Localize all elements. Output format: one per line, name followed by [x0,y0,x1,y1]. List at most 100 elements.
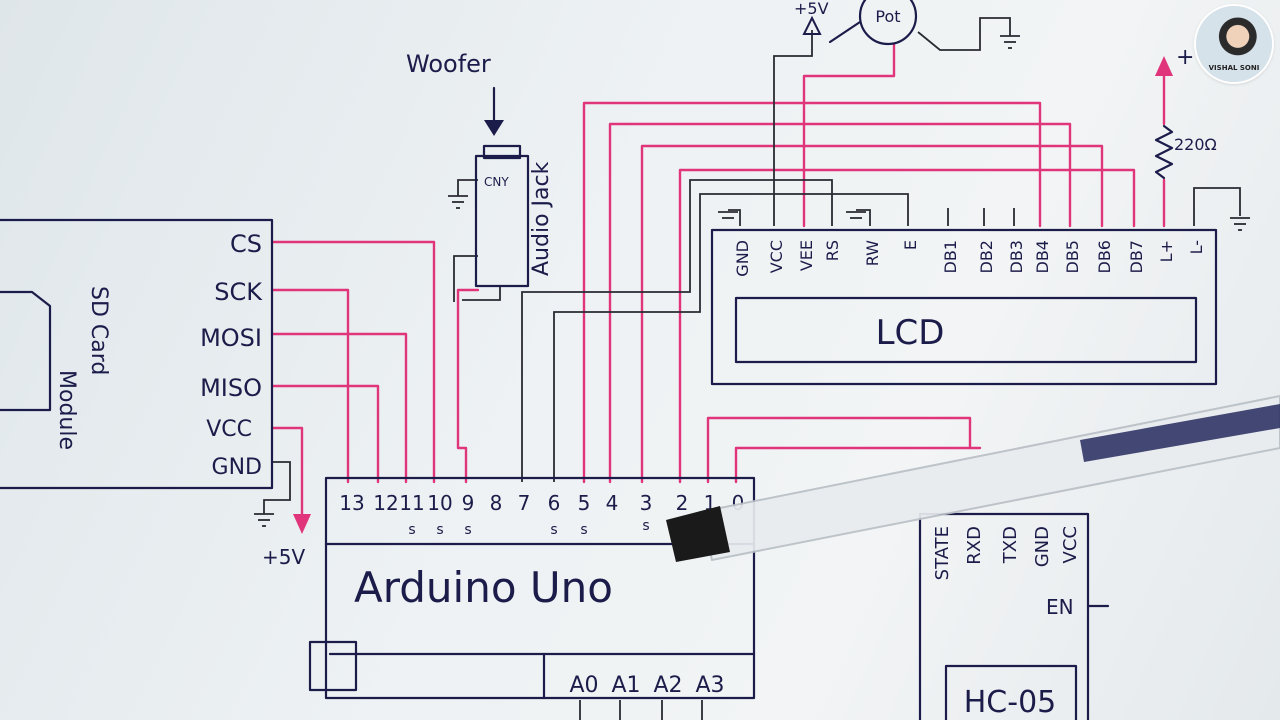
audio-jack-text: CNY [484,175,509,189]
wire-0-hc05 [734,446,982,484]
pin-a2: A2 [653,673,682,698]
wire-3-db6 [640,144,1104,484]
wire-jack-gnd [457,179,478,196]
lcd-module: LCD GND VCC VEE RS RW E DB1 DB2 DB3 DB4 … [710,45,1218,386]
potentiometer: Pot +5V [794,0,918,46]
wire-7-rs [521,179,833,482]
arduino-digital-pins: 13 12 11 10 9 8 7 6 5 4 3 2 1 0 [339,491,744,515]
wire-sck-13 [270,288,350,484]
pwm-mark-11: s [408,522,415,538]
pot-supply-label: +5V [794,0,829,18]
pot-left-leg [828,20,862,44]
hc05-pin-state: STATE [932,526,953,580]
lcd-pin-e: E [901,240,920,250]
wire-gnd-lcd [728,209,741,226]
pin-5: 5 [578,491,591,515]
audio-jack-plug [482,144,522,160]
wire-sd-gnd [263,461,291,514]
pwm-mark-3: s [642,518,649,534]
lcd-pin-db5: DB5 [1063,240,1082,273]
arduino-usb-port [308,640,358,692]
pin-6: 6 [548,491,561,515]
sd-pin-vcc: VCC [206,417,252,442]
ground-symbols [254,35,1250,527]
hc05-pin-txd: TXD [1000,526,1021,564]
lcd-pin-db3: DB3 [1007,240,1026,273]
pin-3: 3 [640,491,653,515]
lcd-pin-db4: DB4 [1033,240,1052,273]
sd-card-module: SD Card Module CS SCK MOSI MISO VCC GND … [0,218,305,569]
wire-mosi-11 [270,332,408,484]
woofer-arrowhead [484,120,504,136]
hc05-pin-rxd: RXD [964,526,985,565]
lcd-pin-gnd: GND [733,240,752,277]
dark-wires [263,17,1241,720]
sd-module-title2: Module [54,370,79,450]
lcd-pin-labels: GND VCC VEE RS RW E DB1 DB2 DB3 DB4 DB5 … [733,240,1206,277]
audio-jack-body [474,154,530,288]
wire-vcc-5v [270,426,304,532]
hc05-pin-en: EN [1046,595,1074,619]
wire-pot-gnd [917,17,1011,51]
sd-module-box [0,218,274,490]
pen-cap-tip [666,506,730,562]
pin-8: 8 [490,491,503,515]
lcd-pin-db2: DB2 [977,240,996,273]
ground-icon [254,513,274,527]
wire-rw-gnd [856,209,871,226]
pin-a0: A0 [569,673,598,698]
sd-module-title: SD Card [86,286,111,375]
lcd-pin-db1: DB1 [941,240,960,273]
hc05-chip [944,664,1078,720]
lcd-pin-db6: DB6 [1095,240,1114,273]
pwm-mark-6: s [550,522,557,538]
pin-9: 9 [462,491,475,515]
woofer-label: Woofer [406,50,491,78]
channel-watermark: VISHAL SONI [1208,64,1260,72]
wire-pot-vee [802,42,896,228]
sd-pin-cs: CS [230,230,262,258]
wire-6-e [553,193,909,482]
hc05-pin-labels: STATE RXD TXD GND VCC [932,526,1081,580]
sd-pin-mosi: MOSI [200,324,262,352]
wire-2-db7 [678,168,1136,484]
backlight-supply: + [1176,45,1194,70]
lcd-label: LCD [876,313,945,353]
sd-pin-sck: SCK [214,278,263,306]
pin-11: 11 [399,491,424,515]
wire-5v-lcd-vcc [773,30,813,226]
wire-miso-12 [270,384,380,484]
pin-13: 13 [339,491,364,515]
lcd-pin-vee: VEE [797,240,816,271]
wire-jack-low [453,255,478,302]
arduino-board [324,476,756,700]
ground-icon [448,195,468,209]
channel-avatar[interactable]: VISHAL SONI [1196,6,1272,82]
hc05-pin-gnd: GND [1032,526,1053,567]
audio-section: Woofer CNY Audio Jack [406,50,554,288]
wire-cs-10 [270,240,436,484]
sd-pin-miso: MISO [200,374,262,402]
pwm-mark-5: s [580,522,587,538]
lcd-pin-rs: RS [823,240,842,261]
ground-icon [1230,217,1250,231]
pot-label: Pot [875,7,900,26]
hc05-module: HC-05 STATE RXD TXD GND VCC EN [918,512,1110,720]
sd-pin-gnd: GND [212,455,262,480]
ground-icon [846,211,866,219]
pin-4: 4 [606,491,619,515]
pin-10: 10 [427,491,452,515]
hc05-label: HC-05 [964,685,1057,720]
sd-supply-label: +5V [262,545,305,569]
wire-jack-out [462,286,501,301]
pin-7: 7 [518,491,531,515]
lcd-pin-rw: RW [863,240,882,266]
pin-2: 2 [676,491,689,515]
arrow-sd-5v [293,514,311,534]
wire-jack-9 [456,288,480,484]
lcd-pin-vcc: VCC [767,240,786,273]
lcd-pin-lplus: L+ [1157,240,1176,262]
sd-card-slot [0,290,52,412]
lcd-box [710,228,1218,386]
